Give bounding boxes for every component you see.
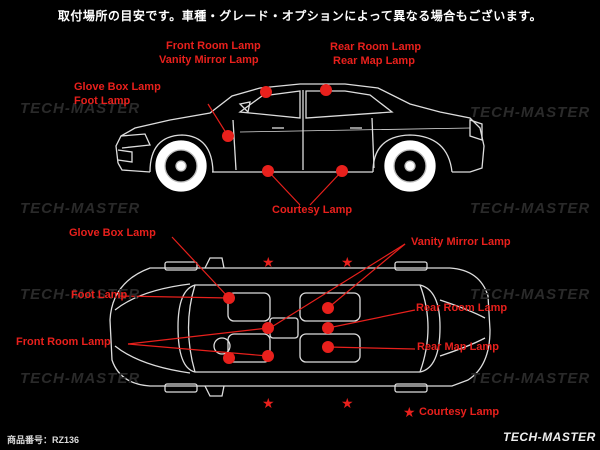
side-view-car bbox=[115, 83, 485, 192]
watermark: TECH-MASTER bbox=[20, 370, 141, 387]
top-foot-lamp-label: Foot Lamp bbox=[71, 289, 128, 301]
top-courtesy-lamp-label: Courtesy Lamp bbox=[419, 406, 500, 418]
top-front-room-lamp-label: Front Room Lamp bbox=[16, 336, 111, 348]
watermark: TECH-MASTER bbox=[470, 286, 591, 303]
watermark: TECH-MASTER bbox=[470, 200, 591, 217]
courtesy-star-icon: ★ bbox=[341, 396, 354, 412]
side-vanity-mirror-lamp-label: Vanity Mirror Lamp bbox=[159, 54, 259, 66]
side-glove-box-lamp-label: Glove Box Lamp bbox=[74, 81, 161, 93]
side-courtesy-lamp-label: Courtesy Lamp bbox=[272, 204, 353, 216]
courtesy-star-icon: ★ bbox=[341, 255, 354, 271]
top-view-stars: ★ ★ ★ ★ ★ bbox=[262, 255, 416, 421]
product-number: 商品番号：RZ136 bbox=[7, 435, 80, 445]
courtesy-star-icon: ★ bbox=[262, 396, 275, 412]
rear-room-lamp-marker bbox=[320, 84, 332, 96]
top-view-leader-lines bbox=[117, 236, 416, 357]
front-room-lamp-marker bbox=[260, 86, 272, 98]
top-rear-map-lamp-label: Rear Map Lamp bbox=[417, 341, 499, 353]
foot-lamp-marker bbox=[223, 352, 235, 364]
header-title: 取付場所の目安です。車種・グレード・オプションによって異なる場合もございます。 bbox=[57, 9, 543, 23]
side-rear-room-lamp-label: Rear Room Lamp bbox=[330, 41, 422, 53]
watermark: TECH-MASTER bbox=[20, 286, 141, 303]
side-front-room-lamp-label: Front Room Lamp bbox=[166, 40, 261, 52]
top-rear-room-lamp-label: Rear Room Lamp bbox=[416, 302, 508, 314]
courtesy-star-icon: ★ bbox=[262, 255, 275, 271]
watermark: TECH-MASTER bbox=[20, 200, 141, 217]
side-view-leader-lines bbox=[207, 103, 343, 206]
top-view-car bbox=[109, 257, 491, 397]
header-bar: 取付場所の目安です。車種・グレード・オプションによって異なる場合もございます。 bbox=[0, 0, 600, 28]
side-foot-lamp-label: Foot Lamp bbox=[74, 95, 131, 107]
courtesy-legend-star-icon: ★ bbox=[403, 405, 416, 421]
watermark: TECH-MASTER bbox=[470, 104, 591, 121]
brand-logo: TECH-MASTER bbox=[503, 430, 596, 444]
watermark: TECH-MASTER bbox=[470, 370, 591, 387]
side-rear-map-lamp-label: Rear Map Lamp bbox=[333, 55, 415, 67]
top-glove-box-lamp-label: Glove Box Lamp bbox=[69, 227, 156, 239]
watermark: TECH-MASTER bbox=[20, 100, 141, 117]
top-vanity-mirror-lamp-label: Vanity Mirror Lamp bbox=[411, 236, 511, 248]
